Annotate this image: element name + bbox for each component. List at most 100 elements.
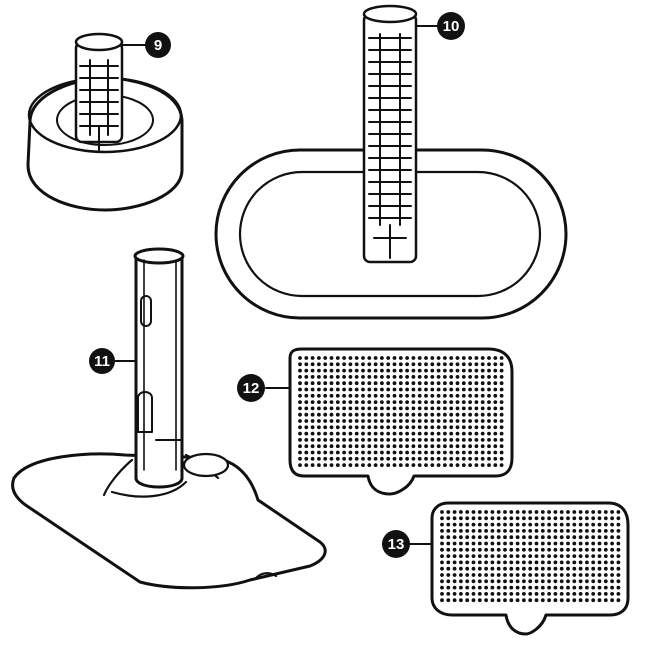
perforation-hole xyxy=(430,375,435,379)
perforation-hole xyxy=(329,393,334,398)
perforation-hole xyxy=(455,400,460,404)
perforation-hole xyxy=(553,573,558,577)
perforation-hole xyxy=(616,573,621,577)
perforation-hole xyxy=(459,529,463,533)
perforation-hole xyxy=(591,566,596,571)
perforation-hole xyxy=(528,522,533,527)
perforation-hole xyxy=(578,522,583,527)
perforation-hole xyxy=(509,592,514,596)
perforation-hole xyxy=(540,598,545,603)
perforation-hole xyxy=(474,393,479,398)
perforation-hole xyxy=(540,566,545,571)
perforation-hole xyxy=(443,400,447,404)
perforation-hole xyxy=(480,412,485,417)
perforation-hole xyxy=(490,579,495,584)
perforation-hole xyxy=(547,522,551,527)
perforation-hole xyxy=(597,579,602,584)
part-11-tube-housing: 11 xyxy=(11,247,327,590)
perforation-hole xyxy=(566,579,570,584)
perforation-hole xyxy=(440,585,444,590)
perforation-hole xyxy=(317,438,321,442)
perforation-hole xyxy=(566,585,570,590)
perforation-hole xyxy=(534,529,539,533)
perforation-hole xyxy=(436,393,441,398)
perforation-hole xyxy=(449,362,454,367)
perforation-hole xyxy=(367,412,372,417)
perforation-hole xyxy=(310,375,315,379)
perforation-hole xyxy=(468,438,472,442)
perforation-hole xyxy=(471,535,476,540)
perforation-hole xyxy=(509,541,514,546)
perforation-hole xyxy=(566,529,570,533)
perforation-hole xyxy=(452,566,457,571)
perforation-hole xyxy=(380,362,384,367)
perforation-hole xyxy=(440,522,444,527)
perforation-hole xyxy=(417,419,422,423)
perforation-hole xyxy=(430,419,435,423)
perforation-hole xyxy=(317,463,321,467)
perforation-hole xyxy=(430,450,435,455)
perforation-hole xyxy=(603,522,608,527)
perforation-hole xyxy=(559,554,564,558)
perforation-hole xyxy=(440,579,444,584)
perforation-hole xyxy=(367,356,372,360)
perforation-hole xyxy=(342,356,346,360)
perforation-hole xyxy=(449,368,454,373)
perforation-hole xyxy=(329,356,334,360)
perforation-hole xyxy=(461,425,466,430)
perforation-hole xyxy=(449,412,454,417)
perforation-hole xyxy=(468,393,472,398)
perforation-hole xyxy=(317,393,321,398)
perforation-hole xyxy=(572,541,577,546)
perforation-hole xyxy=(430,444,435,449)
perforation-hole xyxy=(443,419,447,423)
perforation-hole xyxy=(474,444,479,449)
perforation-hole xyxy=(480,393,485,398)
perforation-hole xyxy=(493,400,498,404)
perforation-hole xyxy=(405,387,409,392)
perforation-hole xyxy=(509,554,514,558)
perforation-hole xyxy=(474,381,479,386)
perforation-hole xyxy=(490,547,495,552)
perforation-hole xyxy=(342,412,346,417)
perforation-hole xyxy=(417,393,422,398)
perforation-hole xyxy=(603,535,608,540)
perforation-hole xyxy=(503,510,507,514)
perforation-hole xyxy=(411,412,416,417)
perforation-hole xyxy=(380,400,384,404)
perforation-hole xyxy=(342,362,346,367)
perforation-hole xyxy=(446,598,451,603)
perforation-hole xyxy=(417,444,422,449)
perforation-hole xyxy=(405,456,409,461)
perforation-hole xyxy=(465,573,470,577)
part-11-window-upper xyxy=(140,295,152,327)
callout-10-label: 10 xyxy=(443,18,460,35)
perforation-hole xyxy=(440,547,444,552)
perforation-hole xyxy=(493,463,498,467)
perforation-hole xyxy=(405,375,409,379)
perforation-hole xyxy=(461,419,466,423)
perforation-hole xyxy=(323,393,328,398)
perforation-hole xyxy=(597,560,602,565)
perforation-hole xyxy=(335,406,340,411)
perforation-hole xyxy=(566,516,570,521)
perforation-hole xyxy=(572,592,577,596)
perforation-hole xyxy=(610,573,614,577)
perforation-hole xyxy=(597,547,602,552)
perforation-hole xyxy=(323,438,328,442)
perforation-hole xyxy=(480,444,485,449)
perforation-hole xyxy=(496,592,501,596)
perforation-hole xyxy=(459,579,463,584)
perforation-hole xyxy=(317,368,321,373)
perforation-hole xyxy=(373,425,378,430)
perforation-hole xyxy=(452,529,457,533)
perforation-hole xyxy=(446,579,451,584)
perforation-hole xyxy=(446,554,451,558)
perforation-hole xyxy=(547,535,551,540)
perforation-hole xyxy=(430,425,435,430)
perforation-hole xyxy=(398,450,403,455)
perforation-hole xyxy=(480,438,485,442)
perforation-hole xyxy=(610,541,614,546)
perforation-hole xyxy=(398,463,403,467)
